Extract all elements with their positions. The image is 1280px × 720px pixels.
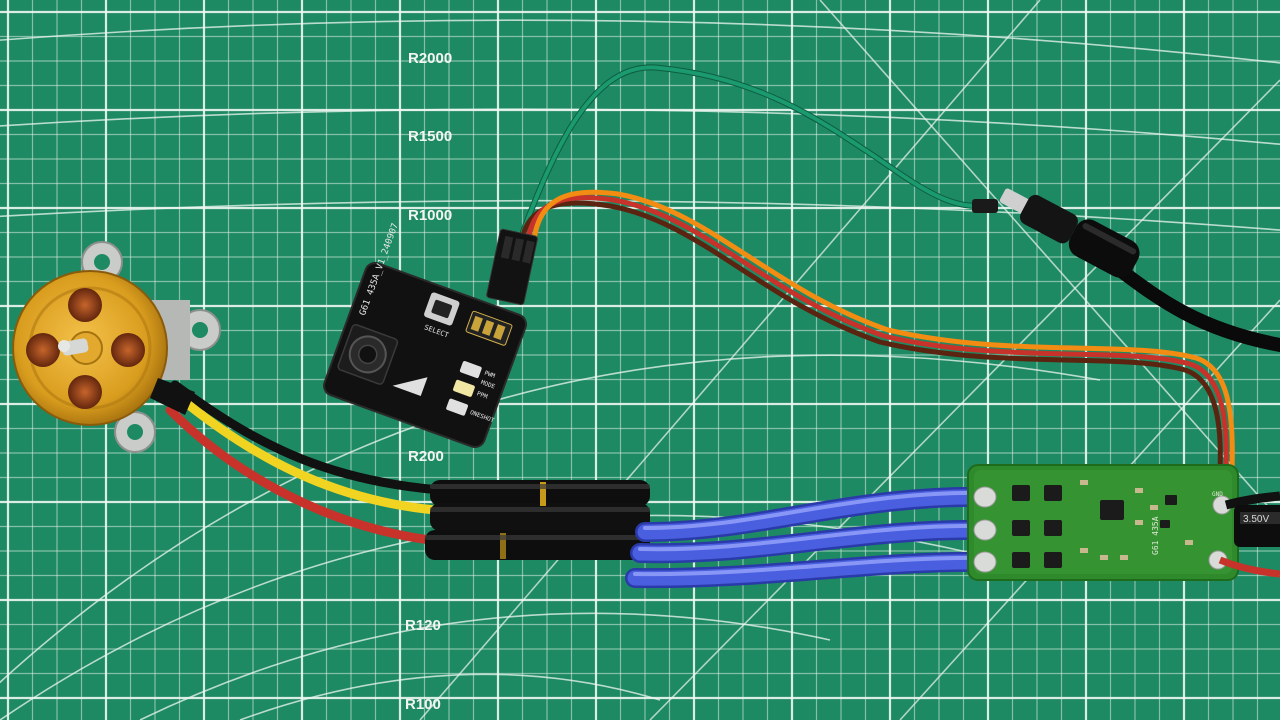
servo-ribbon-wire — [519, 189, 1235, 473]
bullet-connectors — [425, 480, 650, 560]
esc-board: G61 435A GND — [967, 464, 1239, 581]
esc-silk-model: G61 435A — [1151, 516, 1160, 555]
mat-label-r100: R100 — [405, 696, 441, 713]
coil-2 — [26, 333, 60, 367]
probe-clip — [972, 199, 998, 213]
esc-power-lead-red — [1218, 556, 1280, 578]
mat-labels: R2000 R1500 R1000 R200 R120 R100 00 — [405, 50, 452, 713]
green-signal-wire — [518, 65, 991, 241]
servo-plug — [486, 228, 538, 306]
blue-phase-wires — [625, 486, 995, 589]
mat-label-r120: R120 — [405, 617, 441, 634]
tester-silk-ppm: PPM — [476, 390, 489, 400]
brushless-motor — [12, 241, 221, 453]
coil-4 — [68, 375, 102, 409]
right-edge-capacitor: 3.50V — [1234, 505, 1280, 547]
coil-3 — [111, 333, 145, 367]
motor-leads — [165, 380, 445, 545]
esc-power-lead-black — [1224, 491, 1280, 510]
probe-cable — [1113, 263, 1280, 352]
oscilloscope-probe — [999, 188, 1140, 278]
tester-silk-pwm: PWM — [483, 370, 496, 380]
mat-label-r1000: R1000 — [408, 207, 452, 224]
coil-1 — [68, 288, 102, 322]
mat-label-r200: R200 — [408, 448, 444, 465]
mat-label-r2000: R2000 — [408, 50, 452, 67]
servo-tester-board: G61 435A_V1_240907 SELECT PWM MODE PPM O… — [323, 222, 527, 449]
mat-label-r1500: R1500 — [408, 128, 452, 145]
tester-silk-mode: MODE — [480, 379, 496, 391]
right-edge-text: 3.50V — [1243, 514, 1269, 525]
esc-silk-gnd: GND — [1212, 491, 1223, 498]
